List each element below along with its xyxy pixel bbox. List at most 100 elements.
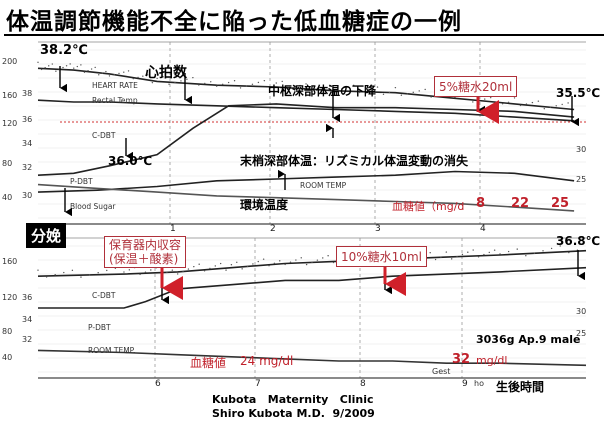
trace-dot <box>295 259 297 261</box>
trace-dot <box>40 68 43 71</box>
trace-dot <box>225 269 227 271</box>
trace-dot <box>123 71 125 73</box>
trace-dot <box>525 103 528 105</box>
trace-dot <box>105 70 107 73</box>
trace-dot <box>507 101 510 104</box>
trace-dot <box>187 268 190 270</box>
trace-dot <box>101 72 104 74</box>
trace-dot <box>168 83 170 85</box>
y-tick-inner: 32 <box>22 335 32 344</box>
trace-dot <box>128 269 131 271</box>
trace-dot <box>488 251 490 254</box>
trace-dot <box>499 253 501 255</box>
trace-dot <box>55 70 57 72</box>
trace-dot <box>358 91 361 94</box>
trace-dot <box>513 97 516 99</box>
temp-end-label: 35.5℃ <box>556 86 601 100</box>
trace-dot <box>76 65 79 68</box>
trace-dot <box>127 70 130 72</box>
trace-dot <box>525 254 527 257</box>
x-tick: 4 <box>480 224 486 234</box>
y-tick-outer: 120 <box>2 293 17 302</box>
trace-dot <box>48 65 50 67</box>
trace-dot <box>180 80 182 82</box>
trace-label: ROOM TEMP. <box>88 346 135 355</box>
trace-dot <box>542 250 544 252</box>
trace-dot <box>305 83 307 85</box>
trace-dot <box>227 81 230 84</box>
trace-dot <box>204 82 206 85</box>
weight-label: 3036g Ap.9 male <box>476 333 581 346</box>
birth-label: 分娩 <box>26 223 67 248</box>
series-line <box>37 170 575 193</box>
trace-dot <box>215 85 218 87</box>
trace-dot <box>203 270 206 272</box>
trace-dot <box>80 64 82 66</box>
trace-label: P-DBT <box>70 177 93 186</box>
trace-dot <box>424 88 426 91</box>
trace-dot <box>108 75 111 77</box>
trace-dot <box>182 270 184 273</box>
trace-dot <box>400 94 403 96</box>
trace-dot <box>537 100 540 102</box>
trace-dot <box>445 251 448 253</box>
gest-label: Gest <box>432 367 450 376</box>
trace-label: ROOM TEMP <box>300 181 347 190</box>
trace-dot <box>341 88 343 90</box>
trace-dot <box>263 79 266 82</box>
trace-dot <box>430 96 432 98</box>
trace-dot <box>65 65 68 67</box>
trace-dot <box>132 77 135 80</box>
trace-dot <box>97 271 99 274</box>
blood-sugar-label-1: 血糖値（mg/d <box>392 200 465 213</box>
sugar-value-4: 24 mg/dl <box>240 354 294 368</box>
trace-dot <box>559 245 561 247</box>
trace-dot <box>171 269 174 271</box>
trace-dot <box>252 263 254 265</box>
trace-dot <box>406 93 409 95</box>
sugar-unit-5: mg/dl <box>476 354 508 367</box>
trace-dot <box>257 81 260 84</box>
trace-dot <box>289 261 292 263</box>
trace-dot <box>186 78 188 80</box>
trace-dot <box>210 81 212 83</box>
x-tick: 3 <box>375 224 381 234</box>
credit-line2: Shiro Kubota M.D. 9/2009 <box>212 407 375 420</box>
trace-dot <box>317 88 319 91</box>
trace-dot <box>221 83 224 86</box>
trace-dot <box>151 81 154 84</box>
trace-dot <box>162 76 164 78</box>
y-tick-inner: 30 <box>22 191 32 200</box>
trace-dot <box>483 253 485 256</box>
trace-dot <box>198 263 200 265</box>
trace-dot <box>332 261 335 264</box>
incubator-box: 保育器内収容 (保温＋酸素) <box>104 236 187 268</box>
trace-dot <box>461 253 464 256</box>
trace-dot <box>80 276 82 278</box>
trace-dot <box>257 260 259 263</box>
sugar-value-5: 32 <box>452 352 471 367</box>
y-tick-inner: 32 <box>22 163 32 172</box>
trace-dot <box>370 88 373 90</box>
y-tick-right: 25 <box>576 175 586 184</box>
trace-label: C-DBT <box>92 131 116 140</box>
y-tick-right: 30 <box>576 307 586 316</box>
trace-dot <box>531 101 534 104</box>
trace-dot <box>305 263 308 266</box>
series-line <box>37 103 575 176</box>
trace-dot <box>279 260 281 262</box>
trace-dot <box>214 265 216 267</box>
y-tick-outer: 80 <box>2 327 12 336</box>
trace-dot <box>54 274 56 276</box>
trace-dot <box>287 88 289 90</box>
trace-dot <box>236 261 238 263</box>
trace-dot <box>382 93 385 95</box>
trace-dot <box>73 67 75 69</box>
title-underline <box>4 34 604 36</box>
trace-dot <box>472 101 474 103</box>
trace-dot <box>335 90 337 92</box>
trace-dot <box>323 87 325 89</box>
trace-label: C-DBT <box>92 291 116 300</box>
